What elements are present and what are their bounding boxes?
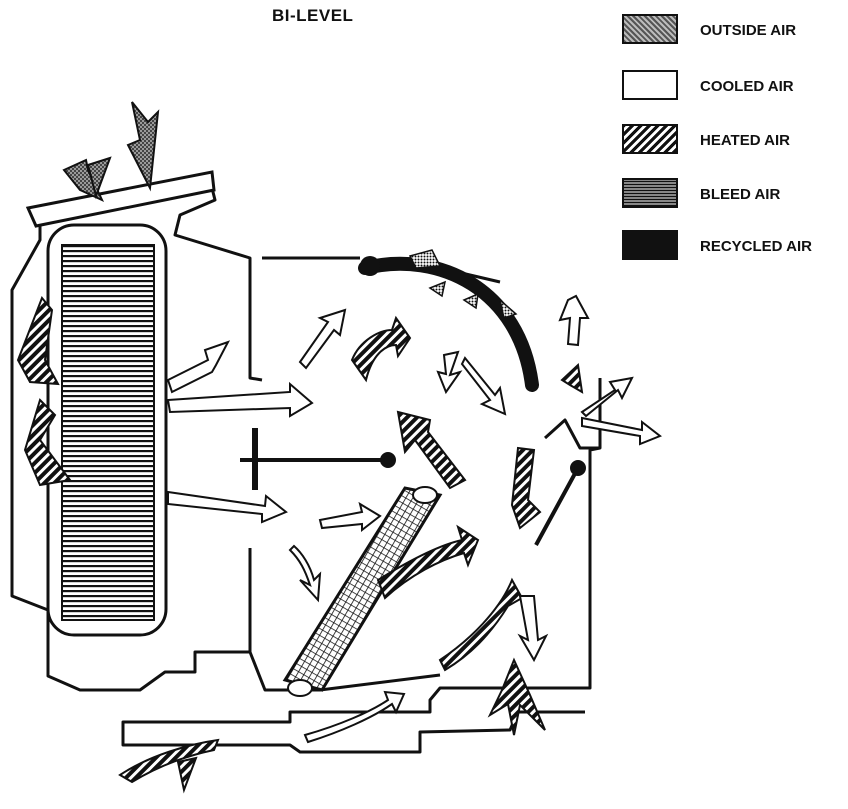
legend-item-recycled-air: RECYCLED AIR	[622, 230, 842, 264]
legend-label: OUTSIDE AIR	[700, 22, 797, 39]
outside-air-swatch	[622, 14, 678, 44]
heater-core	[282, 486, 443, 697]
legend-item-cooled-air: COOLED AIR	[622, 70, 842, 104]
recycled-air-swatch	[622, 230, 678, 260]
bleed-air-swatch	[622, 178, 678, 208]
blend-door	[240, 428, 586, 546]
legend-item-outside-air: OUTSIDE AIR	[622, 14, 842, 48]
legend-item-heated-air: HEATED AIR	[622, 124, 842, 158]
legend-label: RECYCLED AIR	[700, 238, 812, 255]
legend-label: HEATED AIR	[700, 132, 790, 149]
heated-air-swatch	[622, 124, 678, 154]
legend-label: COOLED AIR	[700, 78, 794, 95]
housing-outline	[10, 178, 602, 754]
legend-item-bleed-air: BLEED AIR	[622, 178, 842, 212]
heated-air-arrows	[16, 296, 584, 794]
evaporator-core	[46, 223, 168, 637]
recycled-air-arrow	[358, 256, 539, 392]
cooled-air-arrows	[166, 294, 662, 744]
inlet-cover	[25, 170, 216, 228]
legend-label: BLEED AIR	[700, 186, 781, 203]
outside-air-arrows	[62, 101, 160, 203]
diagram-title: BI-LEVEL	[272, 6, 354, 25]
bleed-air-marks	[408, 249, 518, 319]
cooled-air-swatch	[622, 70, 678, 100]
